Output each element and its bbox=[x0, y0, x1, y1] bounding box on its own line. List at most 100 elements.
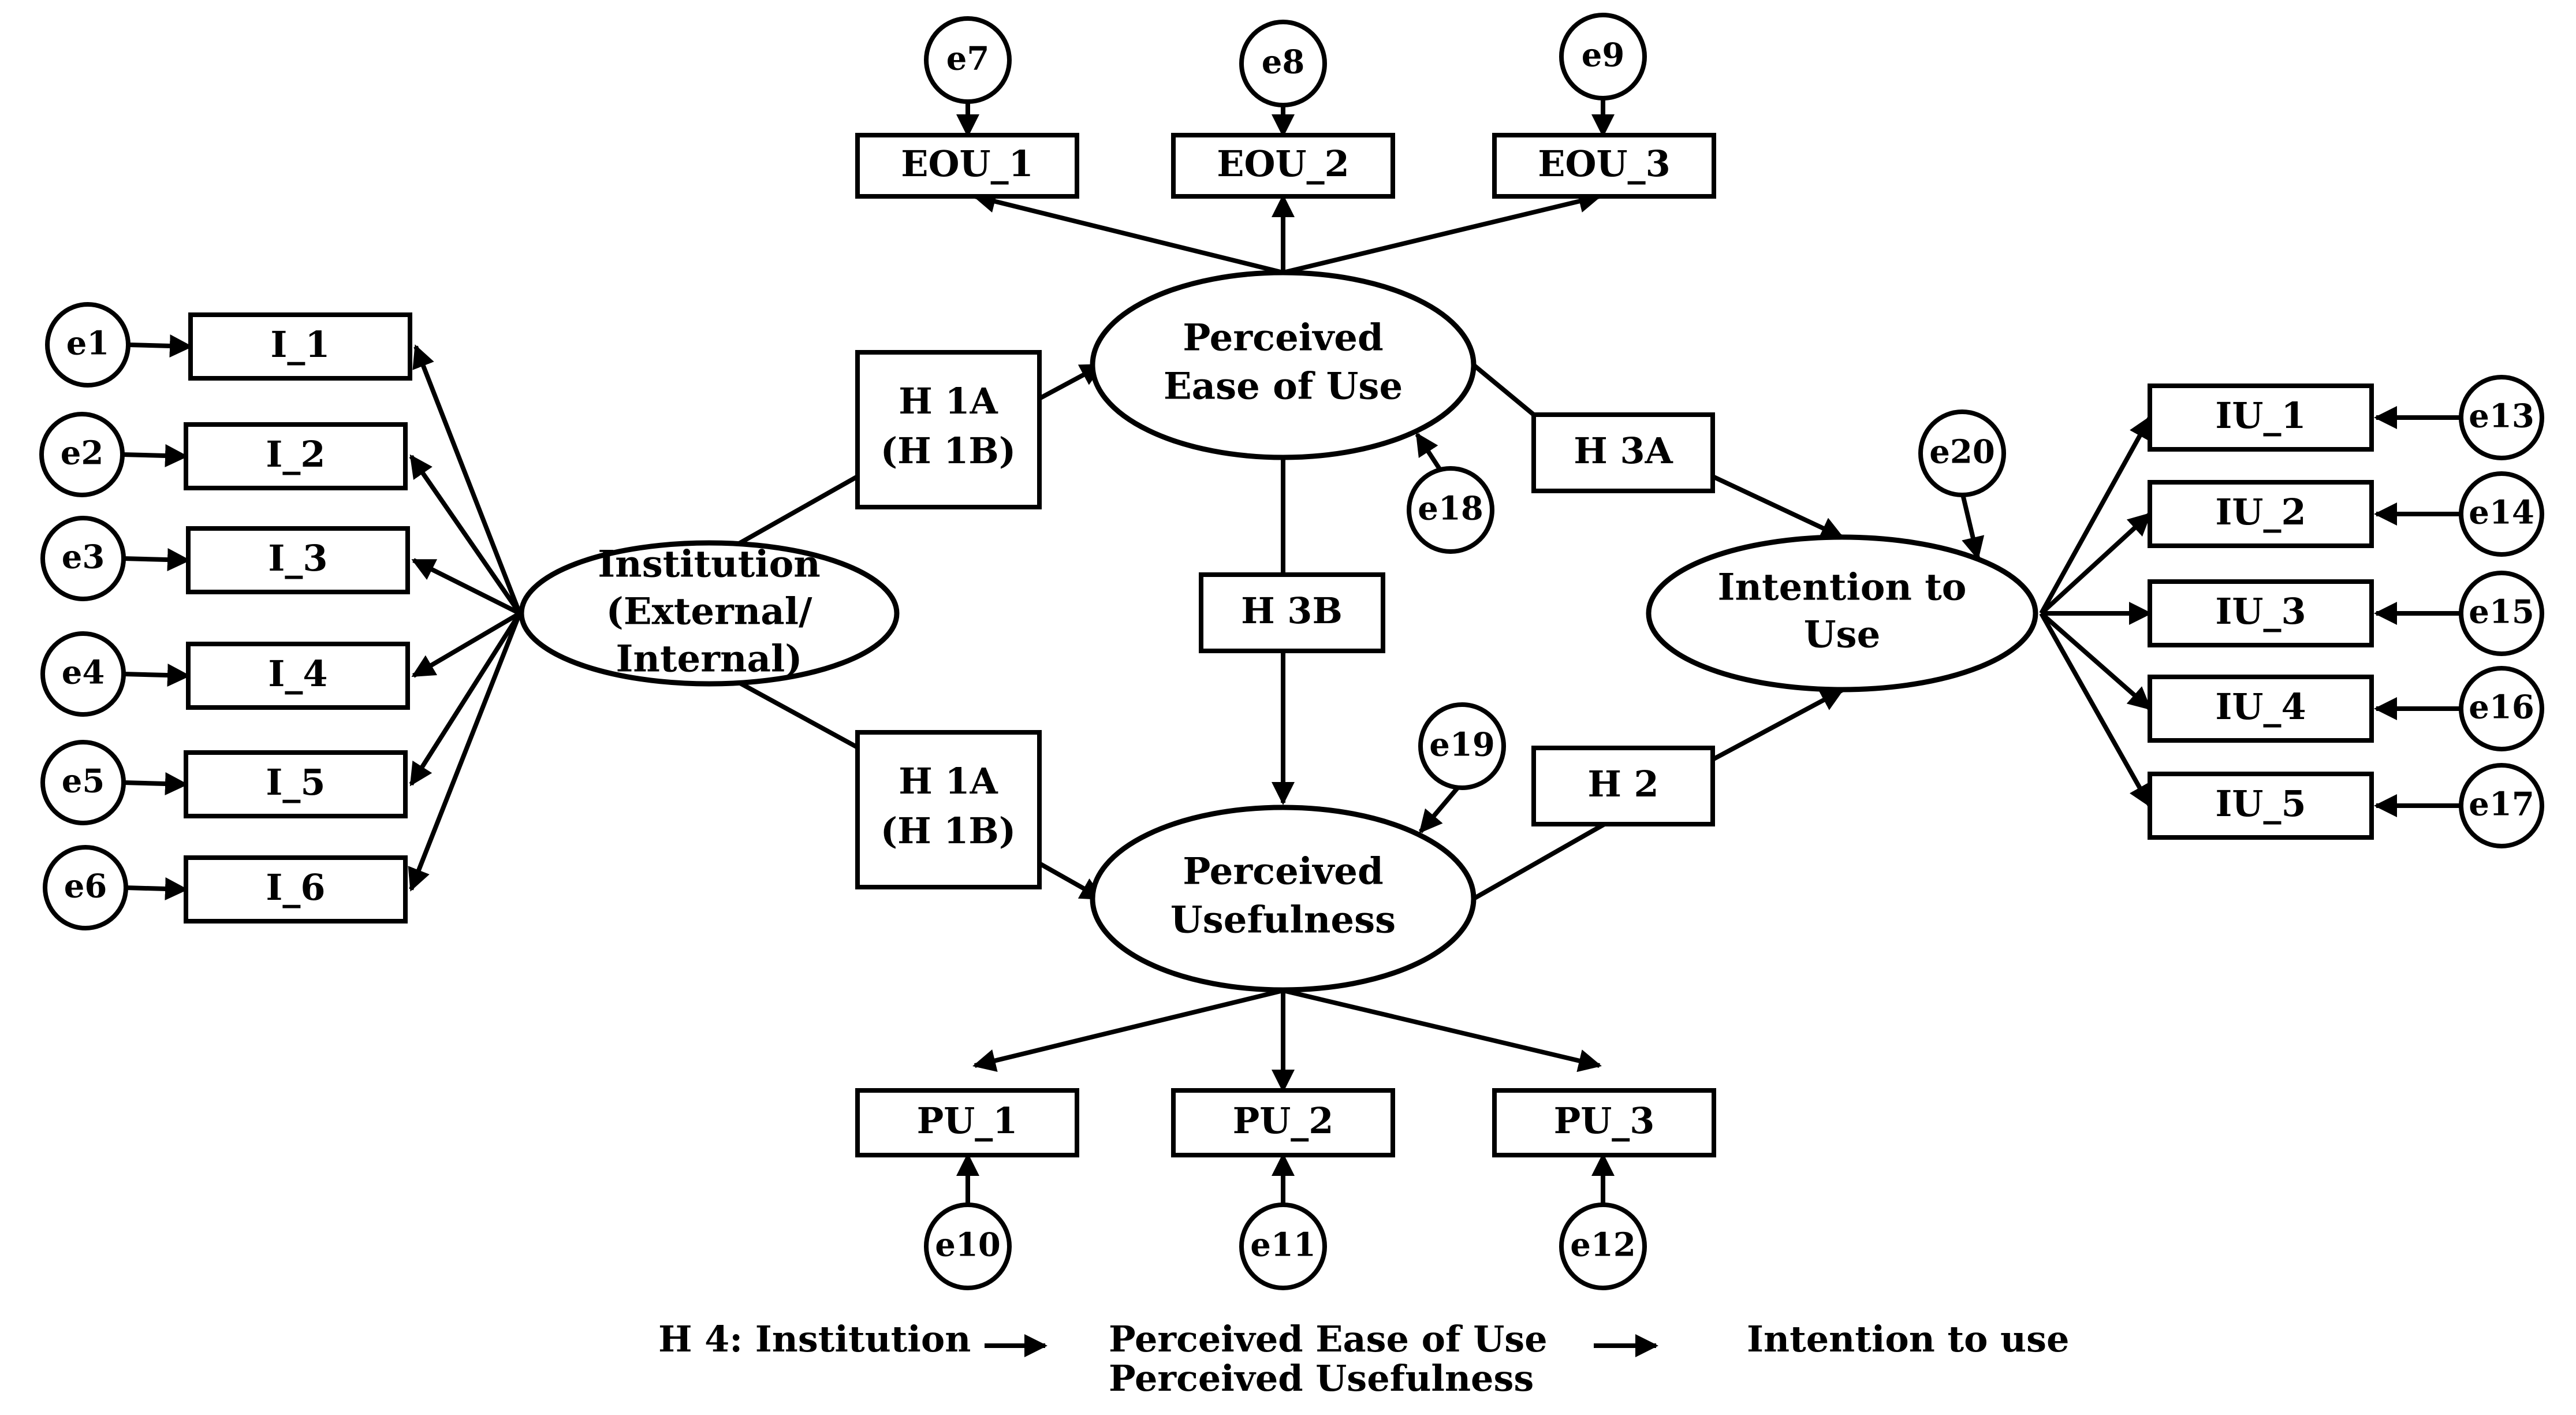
pu-errors: e10 e11 e12 bbox=[924, 1202, 1647, 1290]
error-label: e19 bbox=[1429, 726, 1495, 764]
legend-middle-line1: Perceived Ease of Use bbox=[1109, 1318, 1548, 1360]
error-e10: e10 bbox=[924, 1202, 1012, 1290]
error-label: e12 bbox=[1570, 1226, 1636, 1264]
indicator-label: I_5 bbox=[266, 761, 325, 803]
error-e13: e13 bbox=[2459, 375, 2544, 460]
indicator-label: IU_5 bbox=[2215, 783, 2306, 825]
indicator-iu4: IU_4 bbox=[2148, 675, 2374, 743]
indicator-pu3: PU_3 bbox=[1492, 1088, 1716, 1157]
indicator-iu1: IU_1 bbox=[2148, 383, 2374, 452]
error-e14: e14 bbox=[2459, 471, 2544, 557]
latent-label-line2: Usefulness bbox=[1170, 899, 1396, 942]
indicator-label: IU_4 bbox=[2215, 686, 2306, 728]
eou-indicators: EOU_1 EOU_2 EOU_3 bbox=[855, 133, 1716, 199]
indicator-label: EOU_2 bbox=[1217, 143, 1349, 185]
error-label: e20 bbox=[1929, 433, 1995, 471]
indicator-eou2: EOU_2 bbox=[1171, 133, 1395, 199]
edge-e20-iu bbox=[1960, 491, 1985, 560]
edge-institution-i3 bbox=[411, 558, 521, 616]
latent-perceived-usefulness: Perceived Usefulness bbox=[1090, 805, 1477, 993]
latent-label-line1: Perceived bbox=[1183, 316, 1384, 360]
error-label: e6 bbox=[64, 867, 107, 906]
edge-institution-i5 bbox=[409, 612, 522, 787]
indicator-label: PU_2 bbox=[1233, 1100, 1334, 1142]
error-label: e10 bbox=[935, 1226, 1001, 1264]
indicator-i6: I_6 bbox=[184, 855, 408, 924]
edge-pu-pu1 bbox=[972, 988, 1284, 1072]
indicator-label: IU_3 bbox=[2215, 590, 2306, 632]
hypothesis-h2: H 2 bbox=[1531, 746, 1715, 826]
latent-intention-to-use: Intention to Use bbox=[1646, 534, 2038, 692]
error-label: e15 bbox=[2469, 593, 2534, 631]
indicator-pu1: PU_1 bbox=[855, 1088, 1079, 1157]
indicator-label: PU_3 bbox=[1554, 1100, 1655, 1142]
hypothesis-h1-upper: H 1A (H 1B) bbox=[855, 350, 1042, 509]
error-label: e1 bbox=[66, 325, 110, 363]
edge-institution-i1 bbox=[412, 344, 522, 615]
latent-label-line2: (External/ bbox=[606, 590, 813, 634]
error-e12: e12 bbox=[1559, 1202, 1647, 1290]
latent-label-line2: Ease of Use bbox=[1164, 365, 1403, 408]
pu-indicators: PU_1 PU_2 PU_3 bbox=[855, 1088, 1716, 1157]
error-label: e13 bbox=[2469, 397, 2534, 435]
edge-h3a-iu bbox=[1712, 474, 1844, 539]
edge-institution-i2 bbox=[409, 454, 522, 615]
error-label: e4 bbox=[62, 654, 105, 692]
edge-peou-h3a bbox=[1472, 363, 1535, 417]
indicator-i4: I_4 bbox=[186, 642, 410, 710]
edge-iu-iu4 bbox=[2040, 611, 2152, 711]
hypothesis-label-line2: (H 1B) bbox=[881, 430, 1016, 472]
error-label: e11 bbox=[1250, 1226, 1316, 1264]
edge-e1-i1 bbox=[128, 334, 193, 358]
indicator-i5: I_5 bbox=[184, 750, 408, 818]
indicator-iu3: IU_3 bbox=[2148, 579, 2374, 647]
error-e4: e4 bbox=[40, 631, 126, 717]
edge-e3-i3 bbox=[123, 548, 191, 572]
edge-iu-iu1 bbox=[2039, 415, 2152, 615]
latent-institution: Institution (External/ Internal) bbox=[519, 540, 900, 687]
edge-iu-iu5 bbox=[2039, 612, 2152, 808]
iu-indicators: IU_1 IU_2 IU_3 IU_4 IU_5 bbox=[2148, 383, 2374, 840]
edge-peou-eou3 bbox=[1283, 189, 1602, 275]
latent-label-line1: Perceived bbox=[1183, 850, 1384, 893]
error-label: e14 bbox=[2469, 494, 2534, 532]
error-label: e17 bbox=[2469, 785, 2534, 824]
error-e19: e19 bbox=[1418, 702, 1506, 790]
hypothesis-label: H 2 bbox=[1587, 763, 1658, 805]
legend-end: Intention to use bbox=[1747, 1318, 2069, 1360]
indicator-label: EOU_1 bbox=[901, 143, 1033, 185]
latent-label-line1: Institution bbox=[598, 543, 821, 586]
latent-label-line3: Internal) bbox=[616, 638, 802, 681]
latent-perceived-ease-of-use: Perceived Ease of Use bbox=[1090, 270, 1477, 460]
indicator-i3: I_3 bbox=[186, 526, 410, 594]
edge-e2-i2 bbox=[122, 444, 188, 468]
indicator-iu5: IU_5 bbox=[2148, 772, 2374, 840]
indicator-pu2: PU_2 bbox=[1171, 1088, 1395, 1157]
hypothesis-h3b: H 3B bbox=[1199, 572, 1385, 653]
error-e6: e6 bbox=[43, 845, 128, 930]
error-label: e18 bbox=[1418, 490, 1483, 528]
hypothesis-h1-lower: H 1A (H 1B) bbox=[855, 730, 1042, 889]
error-e2: e2 bbox=[39, 412, 125, 497]
error-e16: e16 bbox=[2459, 666, 2544, 751]
indicator-eou3: EOU_3 bbox=[1492, 133, 1716, 199]
iu-errors: e13 e14 e15 e16 e17 bbox=[2459, 375, 2544, 848]
error-label: e16 bbox=[2469, 688, 2534, 727]
indicator-label: I_3 bbox=[268, 537, 327, 579]
error-e20: e20 bbox=[1918, 409, 2006, 497]
edge-e4-i4 bbox=[123, 664, 191, 687]
institution-indicators: I_1 I_2 I_3 I_4 I_5 I_6 bbox=[184, 312, 412, 924]
error-e3: e3 bbox=[40, 516, 126, 601]
edge-h2-iu bbox=[1712, 688, 1844, 762]
edge-e6-i6 bbox=[125, 877, 188, 900]
indicator-label: IU_1 bbox=[2215, 394, 2306, 437]
edge-e5-i5 bbox=[123, 772, 188, 795]
error-e9: e9 bbox=[1559, 13, 1647, 100]
indicator-label: PU_1 bbox=[917, 1100, 1018, 1142]
indicator-i1: I_1 bbox=[188, 312, 412, 381]
error-label: e8 bbox=[1262, 43, 1305, 81]
indicator-label: I_1 bbox=[270, 323, 330, 366]
edge-pu-pu3 bbox=[1283, 988, 1602, 1073]
error-e11: e11 bbox=[1239, 1202, 1327, 1290]
error-e8: e8 bbox=[1239, 20, 1327, 107]
